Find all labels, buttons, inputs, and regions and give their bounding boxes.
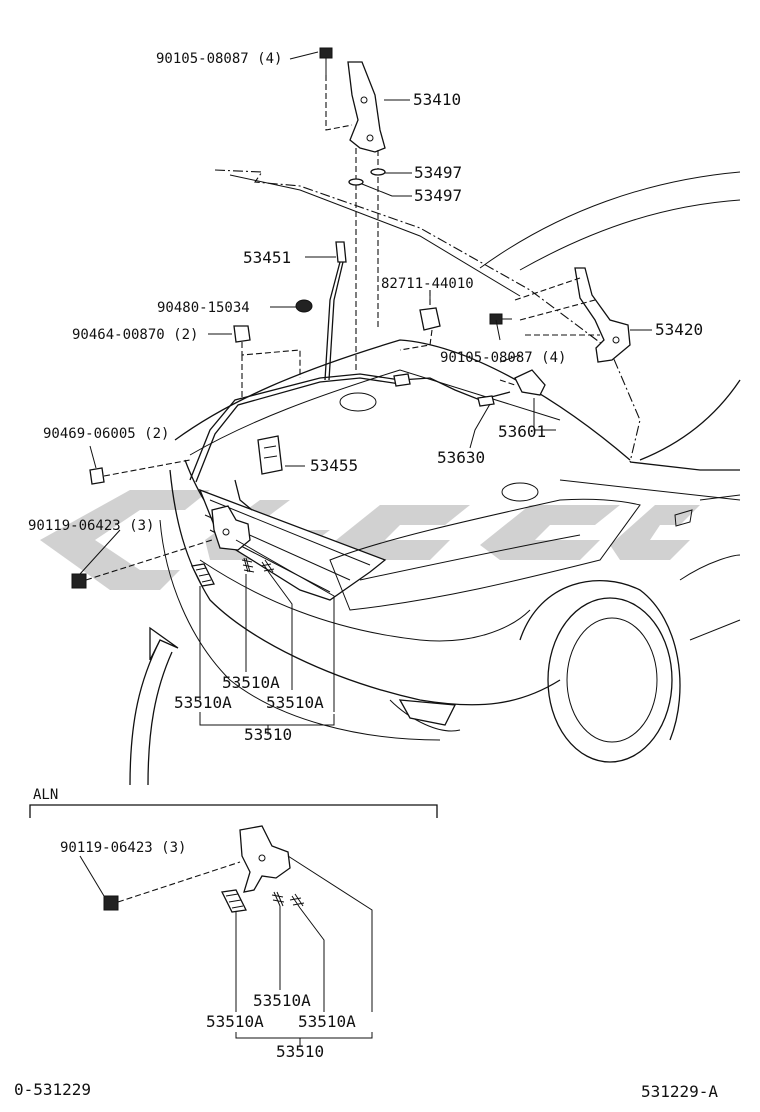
aln-label-53510A-3: 53510A	[298, 1012, 356, 1031]
cushion-53510A-1	[191, 563, 215, 587]
hood-panel	[214, 169, 641, 463]
grommet-90480	[295, 299, 313, 313]
hood-lock-assembly	[211, 505, 251, 551]
bracket-53455	[257, 435, 283, 475]
clip-90464	[233, 325, 251, 343]
wheel-arch	[519, 579, 681, 741]
release-lever-53601	[514, 369, 546, 396]
aln-title: ALN	[33, 787, 58, 803]
label-53630: 53630	[437, 448, 485, 467]
hood-hinge-right	[574, 267, 631, 363]
leader-lines	[79, 51, 652, 735]
aln-label-90119: 90119-06423 (3)	[60, 840, 186, 856]
label-90105-mid: 90105-08087 (4)	[440, 350, 566, 366]
clip-90469	[89, 467, 105, 485]
cushion-53510A-2	[241, 557, 255, 573]
label-90119-main: 90119-06423 (3)	[28, 518, 154, 534]
car-body-outline	[129, 169, 741, 786]
aln-cushion-2	[271, 891, 285, 907]
label-82711: 82711-44010	[381, 276, 474, 292]
label-53420: 53420	[655, 320, 703, 339]
label-53510A-1: 53510A	[222, 673, 280, 692]
label-53601: 53601	[498, 422, 546, 441]
label-90464: 90464-00870 (2)	[72, 327, 198, 343]
windshield	[479, 171, 741, 269]
label-53497-lower: 53497	[414, 186, 462, 205]
aln-variant-section: ALN 90119-06423 (3) 53510A 53510A 53510A…	[29, 787, 438, 1061]
aln-label-53510A-2: 53510A	[206, 1012, 264, 1031]
cushion-53510A-3	[260, 559, 275, 575]
label-53497-upper: 53497	[414, 163, 462, 182]
bolt-90105-mid	[489, 313, 503, 325]
washer-53497-lower	[348, 178, 364, 186]
bolt-90105-top	[319, 47, 333, 75]
hood-support-rod	[324, 241, 347, 381]
label-53455: 53455	[310, 456, 358, 475]
front-arrow	[129, 639, 161, 786]
clamp-82711	[419, 307, 441, 331]
footer-code-left: 0-531229	[14, 1080, 91, 1099]
label-53510A-2: 53510A	[174, 693, 232, 712]
headlamp	[329, 498, 641, 611]
footer-code-right: 531229-A	[641, 1082, 718, 1101]
aln-cushion-3	[289, 893, 305, 909]
label-90469: 90469-06005 (2)	[43, 426, 169, 442]
hood-hinge-left	[347, 61, 386, 153]
washer-53497-upper	[370, 168, 386, 176]
watermark-logo	[40, 490, 700, 590]
label-53510A-3: 53510A	[266, 693, 324, 712]
bolt-90119-main	[71, 539, 213, 589]
front-wheel	[547, 597, 673, 763]
label-90480: 90480-15034	[157, 300, 250, 316]
aln-bolt-90119	[103, 861, 241, 911]
aln-label-53510A-1: 53510A	[253, 991, 311, 1010]
aln-cushion-1	[221, 889, 247, 913]
label-53510: 53510	[244, 725, 292, 744]
aln-hood-lock	[239, 825, 291, 893]
aln-label-53510: 53510	[276, 1042, 324, 1061]
hood-release-cable	[189, 373, 511, 511]
label-53410: 53410	[413, 90, 461, 109]
label-53451: 53451	[243, 248, 291, 267]
label-90105-top: 90105-08087 (4)	[156, 51, 282, 67]
